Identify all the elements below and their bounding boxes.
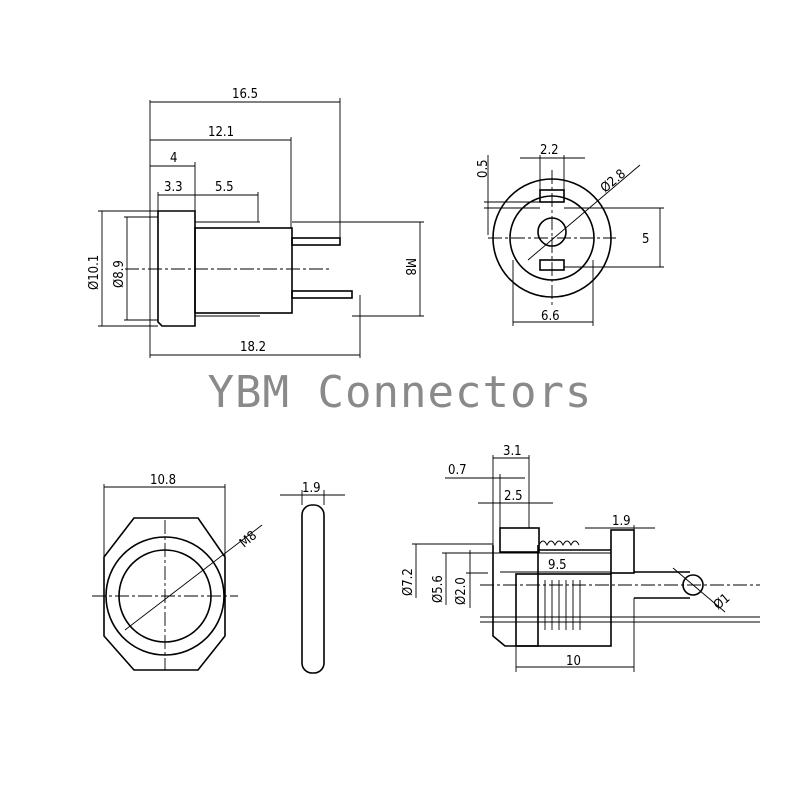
dim-m8: M8 xyxy=(402,258,417,276)
dim-9-5: 9.5 xyxy=(548,558,567,573)
dim-dia-5-6: Ø5.6 xyxy=(431,575,446,603)
dim-6-6: 6.6 xyxy=(541,309,560,324)
dim-5: 5 xyxy=(642,232,649,247)
dim-dia-8-9: Ø8.9 xyxy=(112,260,127,288)
dim-18-2: 18.2 xyxy=(240,340,266,355)
rear-view: 2.2 0.5 Ø2.8 5 6.6 xyxy=(476,143,664,326)
dim-2-2: 2.2 xyxy=(540,143,559,158)
dim-12-1: 12.1 xyxy=(208,125,234,140)
brand-title: YBM Connectors xyxy=(208,367,593,418)
dim-0-5: 0.5 xyxy=(476,159,491,178)
dim-3-1: 3.1 xyxy=(503,444,522,459)
dim-0-7: 0.7 xyxy=(448,463,467,478)
dim-dia-2-8: Ø2.8 xyxy=(598,167,629,196)
dim-3-3: 3.3 xyxy=(164,180,183,195)
nut-front-view: 10.8 M8 xyxy=(92,473,263,671)
dim-5-5: 5.5 xyxy=(215,180,234,195)
dim-16-5: 16.5 xyxy=(232,87,258,102)
nut-side-view: 1.9 xyxy=(280,481,345,674)
dim-nut-m8: M8 xyxy=(237,528,260,551)
dim-dia-1: Ø1 xyxy=(711,591,733,613)
dim-dia-7-2: Ø7.2 xyxy=(401,568,416,596)
dim-section-1-9: 1.9 xyxy=(612,514,631,529)
dim-1-9: 1.9 xyxy=(302,481,321,496)
dim-dia-10-1: Ø10.1 xyxy=(87,255,102,290)
dim-dia-2-0: Ø2.0 xyxy=(454,577,469,605)
side-view: 16.5 12.1 4 3.3 5.5 18.2 Ø10.1 Ø8.9 M8 xyxy=(87,87,424,358)
dim-2-5: 2.5 xyxy=(504,489,523,504)
dim-4: 4 xyxy=(170,151,177,166)
dim-10: 10 xyxy=(566,654,581,669)
dim-10-8: 10.8 xyxy=(150,473,176,488)
section-view: 3.1 0.7 2.5 1.9 9.5 10 Ø7.2 Ø5.6 Ø2.0 Ø1 xyxy=(401,444,760,672)
